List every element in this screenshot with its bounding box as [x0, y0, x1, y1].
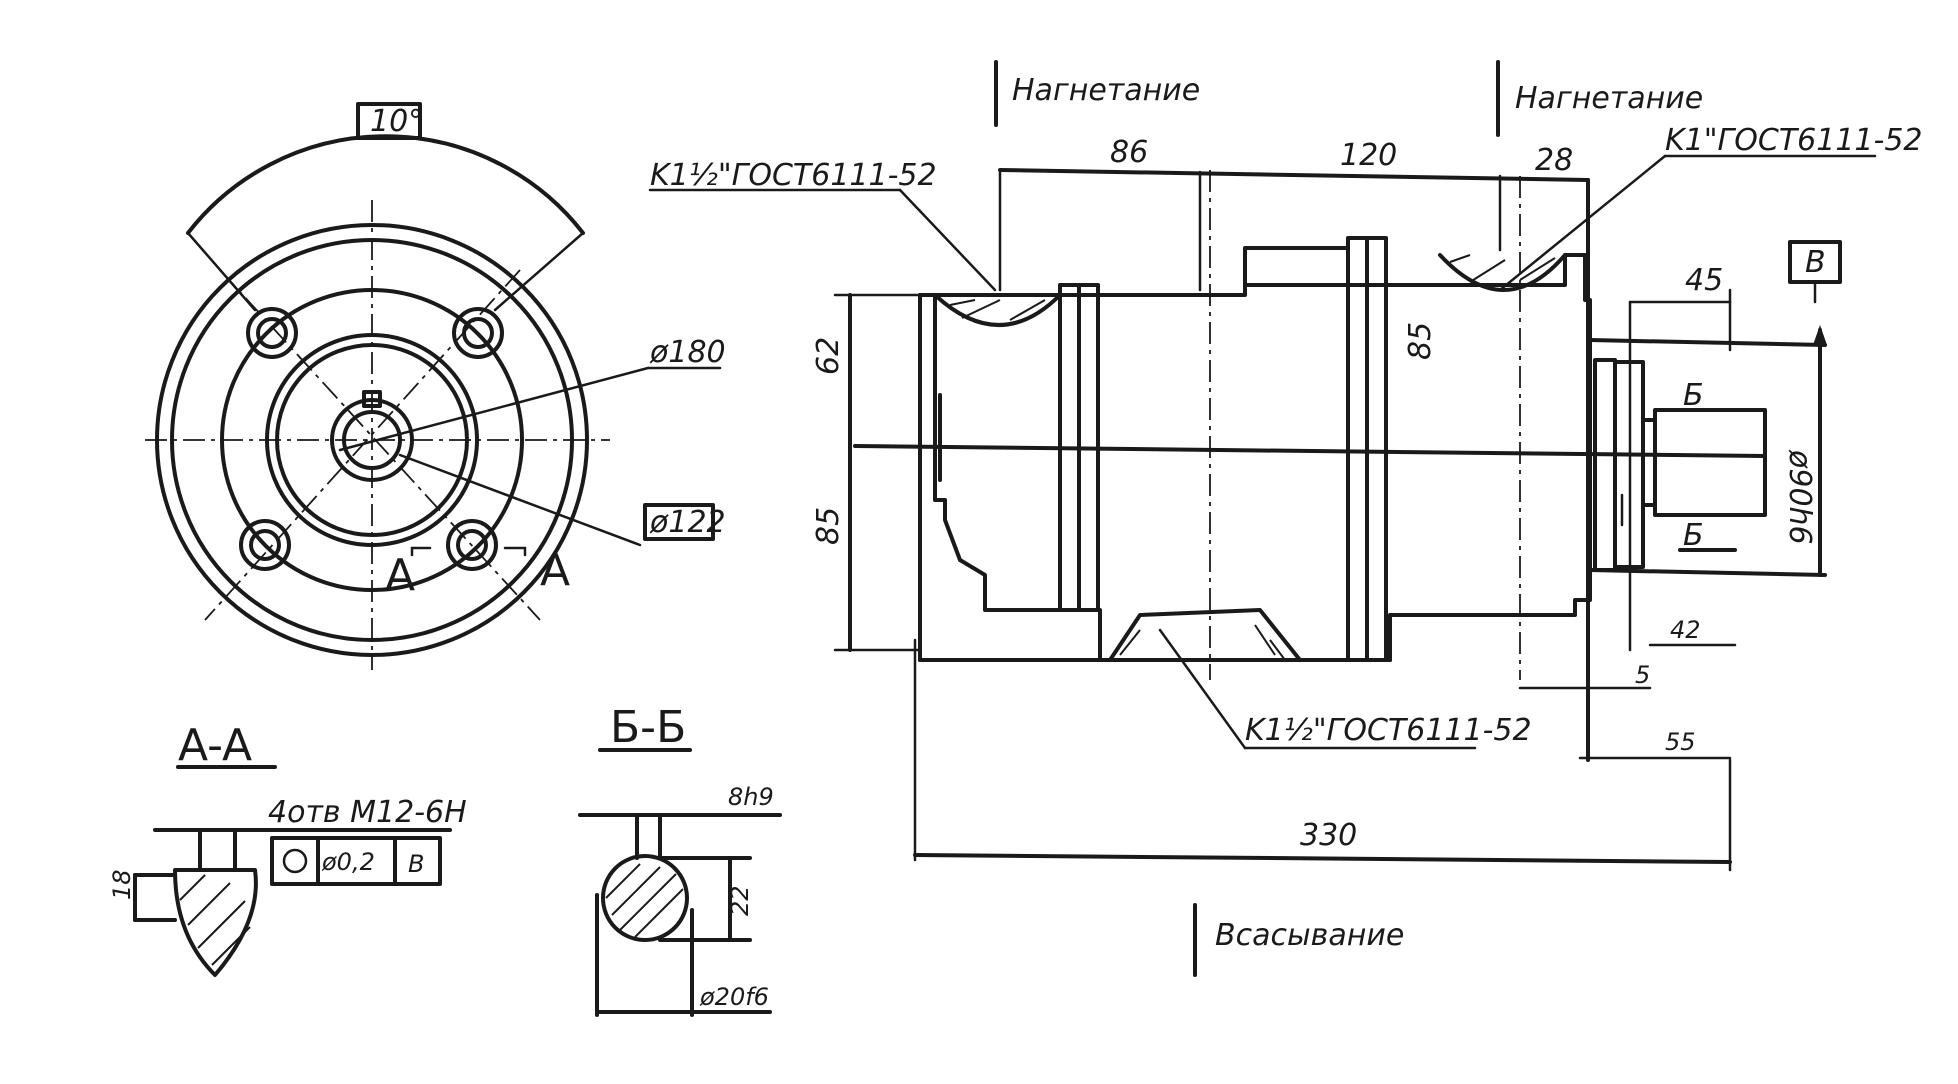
thread-k-top-left-label: K1½"ГОСТ6111-52 [650, 158, 937, 193]
dim-86-label: 86 [1110, 135, 1148, 170]
angle-box [356, 102, 422, 140]
datum-b-label: В [1805, 245, 1826, 280]
bb-hatching [605, 863, 684, 938]
section-a-a: A-A 18 4отв M12-6H ø0,2 В [108, 720, 467, 977]
bb-height-label: 22 [726, 885, 754, 916]
front-view: 10° ø180 ø122 A A [145, 102, 726, 670]
top-dim-line [998, 168, 1590, 182]
bb-shaft-circle [601, 854, 689, 942]
angle-label: 10° [370, 104, 423, 139]
section-bb-title: Б-Б [610, 702, 686, 753]
dia-122-label: ø122 [649, 505, 726, 540]
section-b-top-label: Б [1683, 378, 1704, 413]
pressure-label-left: Нагнетание [1012, 73, 1200, 108]
section-arrow-a-left [410, 546, 432, 557]
dia-122-box [643, 503, 715, 541]
dim-120-label: 120 [1340, 138, 1397, 173]
dim-28-label: 28 [1535, 143, 1573, 178]
aa-hatching [179, 874, 251, 966]
dia-180-label: ø180 [649, 335, 726, 370]
bb-dia-label: ø20f6 [699, 983, 769, 1011]
port-bottom [1108, 608, 1302, 662]
tolerance-datum: В [408, 850, 424, 878]
aa-threaded-hole [173, 868, 258, 977]
dim-85-center-label: 85 [1403, 322, 1438, 360]
section-arrow-a-right [503, 546, 527, 557]
shaft-end [1653, 408, 1767, 517]
shaft-collar [1593, 358, 1617, 572]
dim-5-label: 5 [1635, 661, 1650, 689]
position-symbol [282, 848, 308, 874]
aa-height-label: 18 [108, 869, 136, 900]
tolerance-value: ø0,2 [321, 848, 375, 876]
side-view: Нагнетание Нагнетание 86 120 28 K1½"ГОСТ… [648, 60, 1923, 977]
main-axis-line [853, 444, 1767, 458]
dim-90-top-ext [1588, 338, 1827, 347]
port-top-left [933, 293, 1062, 327]
dim-90h6-label: ø90h6 [1782, 449, 1817, 545]
pump-body-outline [933, 253, 1592, 662]
dim-62-label: 62 [811, 337, 846, 375]
front-diagonal-a [219, 269, 541, 621]
section-b-bottom-label: Б [1683, 518, 1704, 553]
dim-330-line [913, 853, 1732, 864]
dim-85-left-label: 85 [811, 507, 846, 545]
tolerance-frame [270, 836, 442, 886]
bb-width-label: 8h9 [728, 783, 774, 811]
port-top-right [1438, 253, 1567, 292]
thread-k-bottom-label: K1½"ГОСТ6111-52 [1245, 713, 1532, 748]
section-b-b: Б-Б 8h9 22 ø20f6 [578, 702, 782, 1017]
angle-arc [186, 134, 585, 235]
suction-label: Всасывание [1215, 918, 1404, 953]
pressure-label-right: Нагнетание [1515, 81, 1703, 116]
dim-90-arrow [1813, 325, 1827, 345]
dim-330-label: 330 [1300, 818, 1357, 853]
dim-55-label: 55 [1665, 728, 1696, 756]
dim-45-label: 45 [1685, 263, 1723, 298]
section-aa-title: A-A [178, 720, 252, 771]
thread-k-top-right-label: K1"ГОСТ6111-52 [1665, 123, 1923, 158]
section-mark-a-left: A [385, 550, 415, 601]
dim-42-label: 42 [1670, 616, 1701, 644]
thread-spec-label: 4отв M12-6H [268, 795, 467, 830]
section-mark-a-right: A [540, 545, 570, 596]
